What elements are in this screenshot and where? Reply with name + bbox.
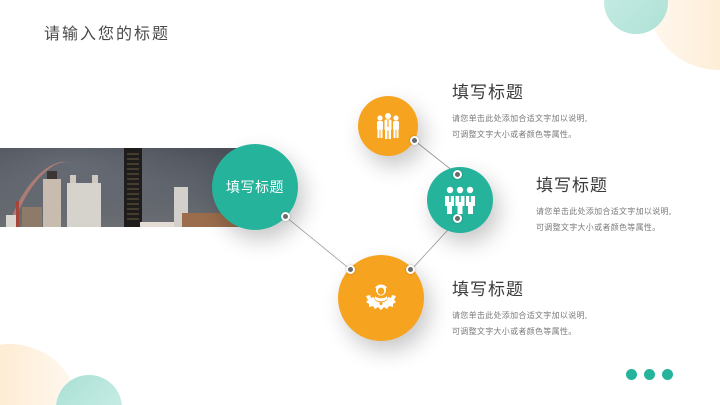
- center-node-label: 填写标题: [226, 180, 284, 196]
- pager-dot-1[interactable]: [626, 369, 637, 380]
- building-spire: [92, 175, 98, 183]
- pager-dots: [626, 369, 673, 380]
- building: [140, 222, 190, 227]
- building: [6, 215, 16, 227]
- connector-dot: [453, 214, 462, 223]
- info-desc-line-2[interactable]: 可调整文字大小或者颜色等属性。: [452, 130, 577, 139]
- skyscraper-windows: [127, 153, 139, 223]
- node-team[interactable]: [358, 96, 418, 156]
- pager-dot-3[interactable]: [662, 369, 673, 380]
- connector-dot: [406, 265, 415, 274]
- info-desc-line-1[interactable]: 请您单击此处添加合适文字加以说明,: [452, 114, 588, 123]
- building: [67, 183, 101, 227]
- building-spire: [70, 175, 76, 183]
- building: [43, 179, 61, 227]
- info-desc-line-2[interactable]: 可调整文字大小或者颜色等属性。: [452, 327, 577, 336]
- info-title[interactable]: 填写标题: [536, 176, 608, 196]
- info-block-3: 填写标题 请您单击此处添加合适文字加以说明, 可调整文字大小或者颜色等属性。: [452, 275, 588, 340]
- skyscraper: [124, 148, 142, 227]
- info-block-2: 填写标题 请您单击此处添加合适文字加以说明, 可调整文字大小或者颜色等属性。: [536, 171, 672, 236]
- connector-dot: [346, 265, 355, 274]
- gear-person-icon: [366, 284, 396, 310]
- center-node[interactable]: 填写标题: [212, 144, 298, 230]
- pager-dot-2[interactable]: [644, 369, 655, 380]
- info-block-1: 填写标题 请您单击此处添加合适文字加以说明, 可调整文字大小或者颜色等属性。: [452, 78, 588, 143]
- connector-dot: [410, 136, 419, 145]
- connector-dot: [281, 212, 290, 221]
- info-title[interactable]: 填写标题: [452, 280, 524, 300]
- team-people-icon: [377, 113, 399, 139]
- connector-dot: [453, 170, 462, 179]
- info-title[interactable]: 填写标题: [452, 83, 524, 103]
- info-desc-line-1[interactable]: 请您单击此处添加合适文字加以说明,: [452, 311, 588, 320]
- business-team-icon: [445, 186, 475, 214]
- building: [22, 207, 42, 227]
- city-skyline-photo: [0, 148, 245, 227]
- info-desc-line-1[interactable]: 请您单击此处添加合适文字加以说明,: [536, 207, 672, 216]
- page-title: 请输入您的标题: [44, 24, 171, 43]
- building-top: [47, 171, 57, 179]
- info-desc-line-2[interactable]: 可调整文字大小或者颜色等属性。: [536, 223, 661, 232]
- crane: [16, 201, 19, 227]
